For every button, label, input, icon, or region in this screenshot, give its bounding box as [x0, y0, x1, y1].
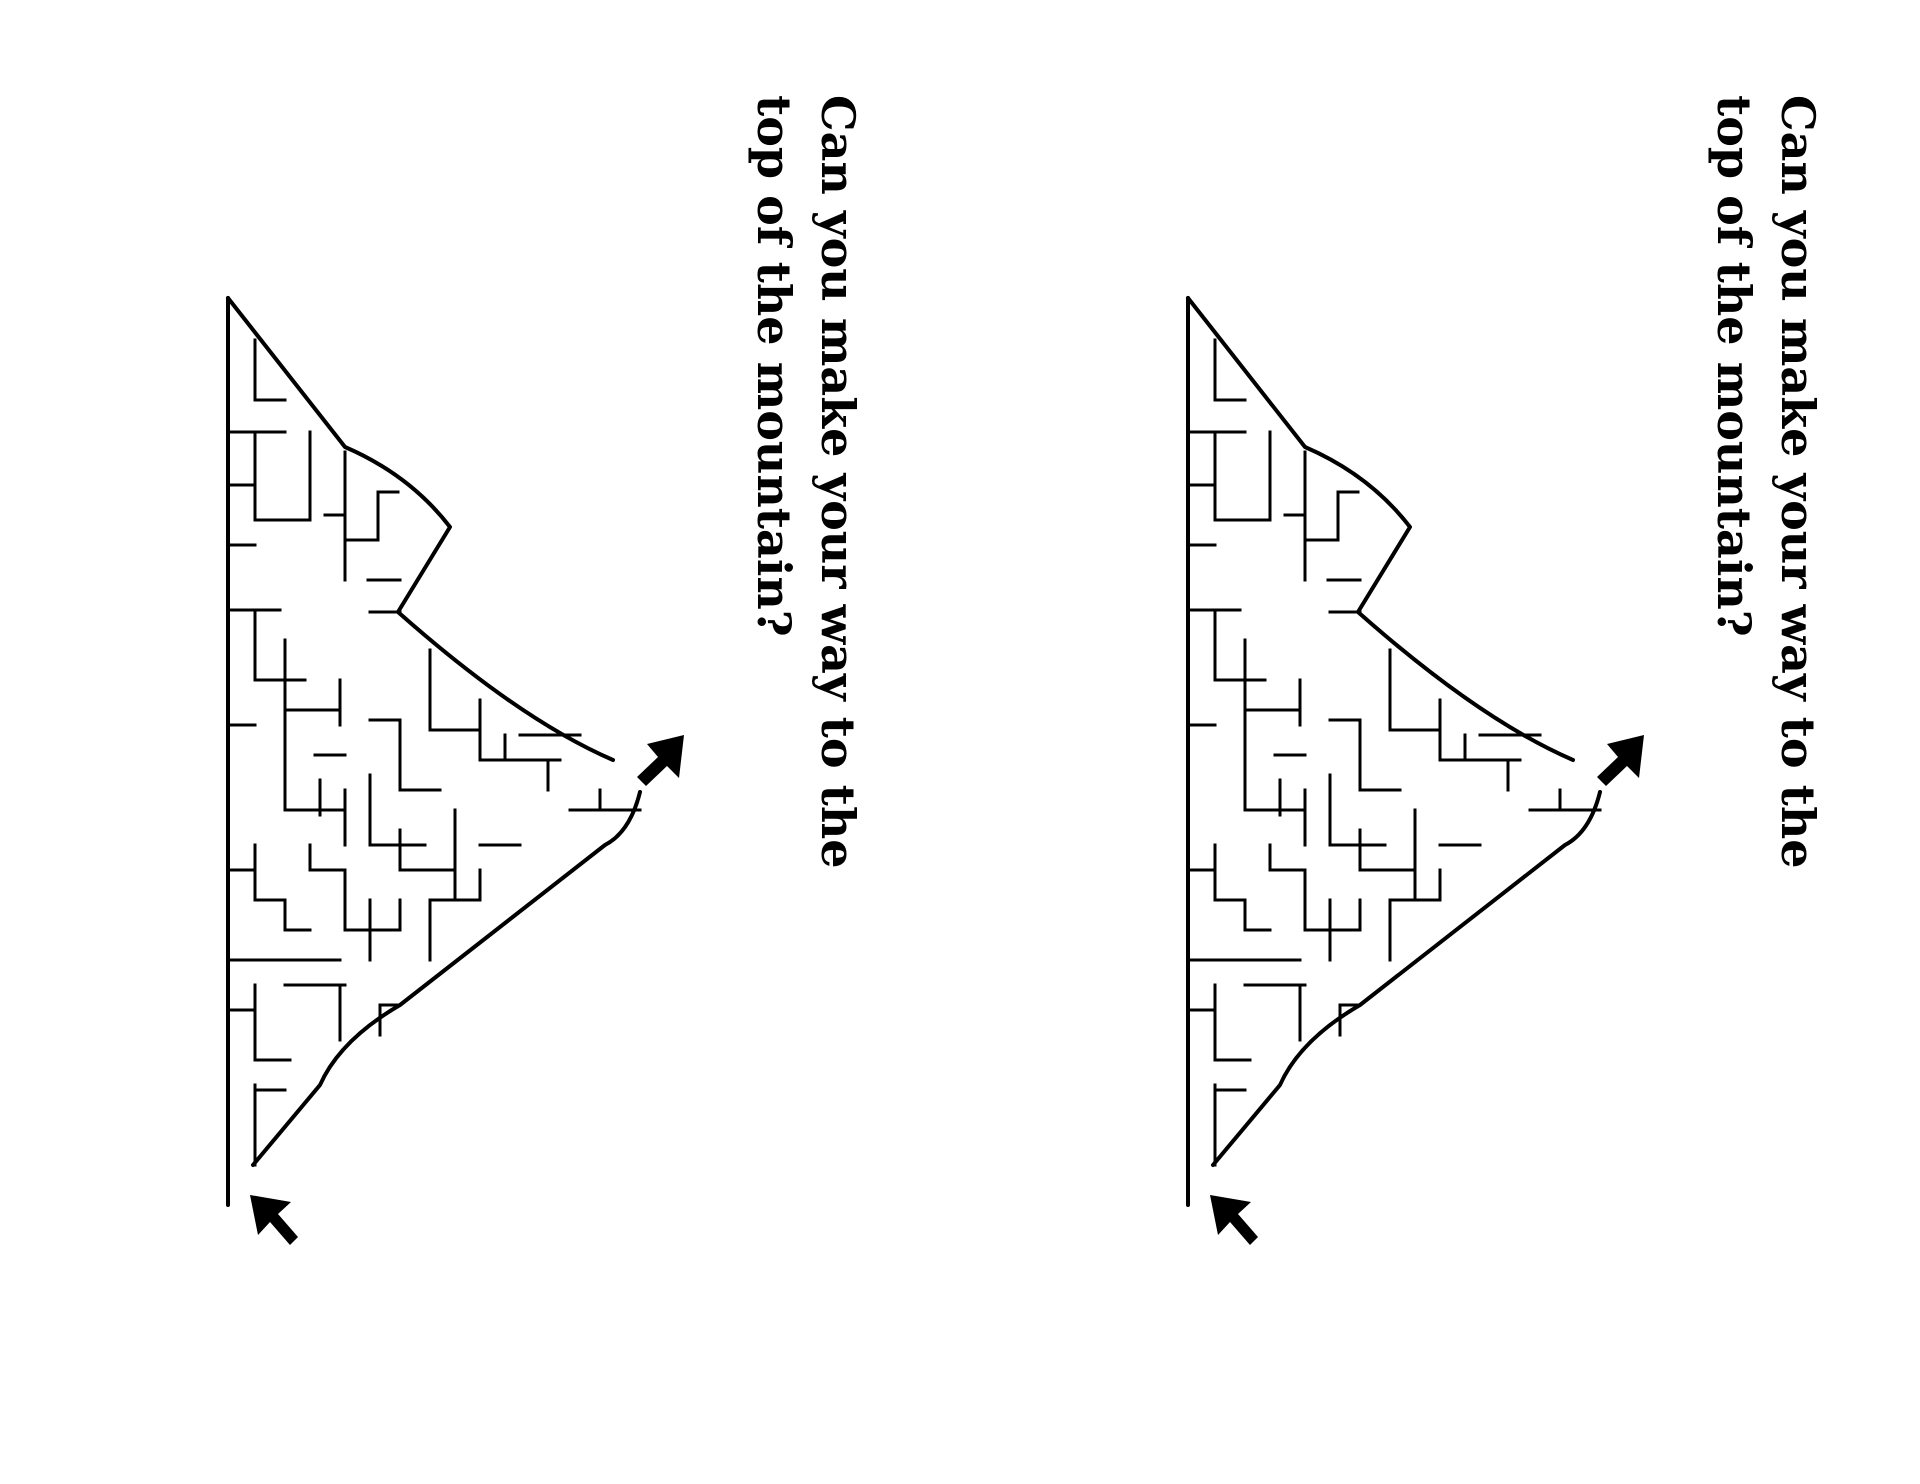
maze-walls — [1186, 338, 1602, 1167]
mountain-maze — [226, 296, 684, 1245]
maze-prompt: Can you make your way to the top of the … — [1707, 95, 1825, 869]
arrow-start-icon — [250, 1195, 298, 1245]
maze-worksheet-left: Can you make your way to the top of the … — [226, 95, 865, 1245]
arrow-finish-icon — [1597, 735, 1644, 786]
maze-slope-top — [226, 296, 615, 762]
arrow-finish-icon — [637, 735, 684, 786]
maze-worksheet-right: Can you make your way to the top of the … — [960, 0, 1920, 1484]
mountain-maze — [1186, 296, 1644, 1245]
maze-walls — [226, 338, 642, 1167]
maze-prompt: Can you make your way to the top of the … — [747, 95, 865, 869]
maze-slope-top — [1186, 296, 1575, 762]
arrow-start-icon — [1210, 1195, 1258, 1245]
